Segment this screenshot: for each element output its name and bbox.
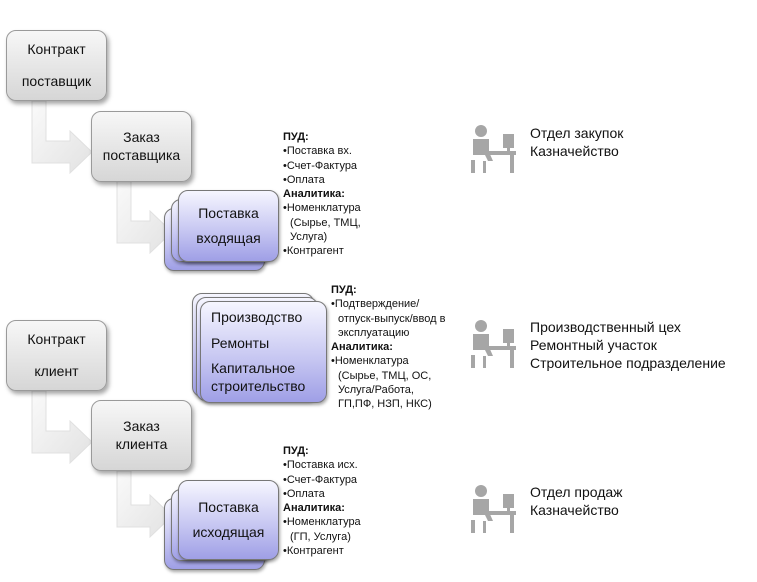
client-pud-item: Поставка исх.	[283, 458, 375, 472]
supplier-notes: ПУД: Поставка вх. Счет-Фактура Оплата Ан…	[283, 130, 375, 259]
production-stack: Производство Ремонты Капитальное строите…	[192, 293, 327, 411]
client-analytics-item: Номенклатура (ГП, Услуга)	[283, 515, 375, 544]
contract-supplier-line-1: Контракт	[27, 41, 86, 57]
order-client-line-1: Заказ	[123, 418, 160, 434]
production-pud-item: Подтверждение/ отпуск-выпуск/ввод в эксп…	[331, 297, 451, 340]
order-supplier-line-2: поставщика	[102, 146, 181, 163]
production-box: Производство Ремонты Капитальное строите…	[200, 301, 327, 403]
office-worker-icon	[468, 483, 518, 540]
production-notes: ПУД: Подтверждение/ отпуск-выпуск/ввод в…	[331, 283, 451, 412]
arrow-contract-to-order-client	[31, 390, 93, 465]
client-notes: ПУД: Поставка исх. Счет-Фактура Оплата А…	[283, 444, 375, 558]
client-pud-title: ПУД:	[283, 445, 309, 457]
delivery-incoming-line-1: Поставка	[198, 204, 259, 221]
delivery-incoming-stack: Поставка входящая	[164, 190, 279, 273]
order-client-box: Заказ клиента	[91, 400, 192, 471]
department-label: Производственный цех	[530, 319, 681, 335]
supplier-analytics-item: Номенклатура (Сырье, ТМЦ, Услуга)	[283, 201, 375, 244]
office-worker-icon	[468, 318, 518, 375]
department-label: Казначейство	[530, 502, 619, 518]
delivery-outgoing-line-2: исходящая	[192, 524, 265, 540]
contract-supplier-line-2: поставщик	[21, 72, 92, 89]
supplier-pud-item: Счет-Фактура	[283, 159, 375, 173]
delivery-incoming-line-2: входящая	[196, 230, 261, 246]
department-label: Строительное подразделение	[530, 355, 726, 371]
production-line-3: Капитальное строительство	[211, 360, 306, 394]
client-analytics-title: Аналитика:	[283, 502, 345, 515]
supplier-pud-item: Поставка вх.	[283, 144, 375, 158]
order-client-line-2: клиента	[115, 435, 168, 452]
client-analytics-item: Контрагент	[283, 544, 375, 558]
delivery-outgoing-box: Поставка исходящая	[178, 480, 279, 560]
contract-client-line-1: Контракт	[27, 331, 86, 347]
office-worker-icon	[468, 123, 518, 180]
department-label: Отдел продаж	[530, 484, 623, 500]
department-label: Отдел закупок	[530, 125, 624, 141]
production-line-1: Производство	[211, 309, 303, 325]
supplier-departments: Отдел закупок Казначейство	[530, 124, 623, 160]
delivery-outgoing-line-1: Поставка	[198, 498, 259, 515]
delivery-outgoing-stack: Поставка исходящая	[164, 480, 279, 572]
delivery-incoming-box: Поставка входящая	[178, 190, 279, 262]
production-pud-title: ПУД:	[331, 284, 357, 296]
contract-client-line-2: клиент	[34, 362, 79, 379]
arrow-order-to-delivery-supplier	[116, 180, 173, 255]
department-label: Казначейство	[530, 143, 619, 159]
contract-client-box: Контракт клиент	[6, 320, 107, 391]
supplier-pud-item: Оплата	[283, 173, 375, 187]
production-analytics-item: Номенклатура (Сырье, ТМЦ, ОС, Услуга/Раб…	[331, 354, 451, 411]
production-departments: Производственный цех Ремонтный участок С…	[530, 318, 726, 372]
arrow-contract-to-order-supplier	[31, 100, 93, 175]
order-supplier-line-1: Заказ	[123, 129, 160, 145]
department-label: Ремонтный участок	[530, 337, 657, 353]
production-analytics-title: Аналитика:	[331, 341, 393, 354]
supplier-pud-title: ПУД:	[283, 131, 309, 143]
supplier-analytics-title: Аналитика:	[283, 188, 345, 201]
order-supplier-box: Заказ поставщика	[91, 111, 192, 182]
client-pud-item: Оплата	[283, 487, 375, 501]
client-departments: Отдел продаж Казначейство	[530, 483, 623, 519]
supplier-analytics-item: Контрагент	[283, 244, 375, 258]
contract-supplier-box: Контракт поставщик	[6, 30, 107, 101]
production-line-2: Ремонты	[211, 334, 270, 351]
arrow-order-to-delivery-client	[116, 470, 173, 539]
client-pud-item: Счет-Фактура	[283, 473, 375, 487]
